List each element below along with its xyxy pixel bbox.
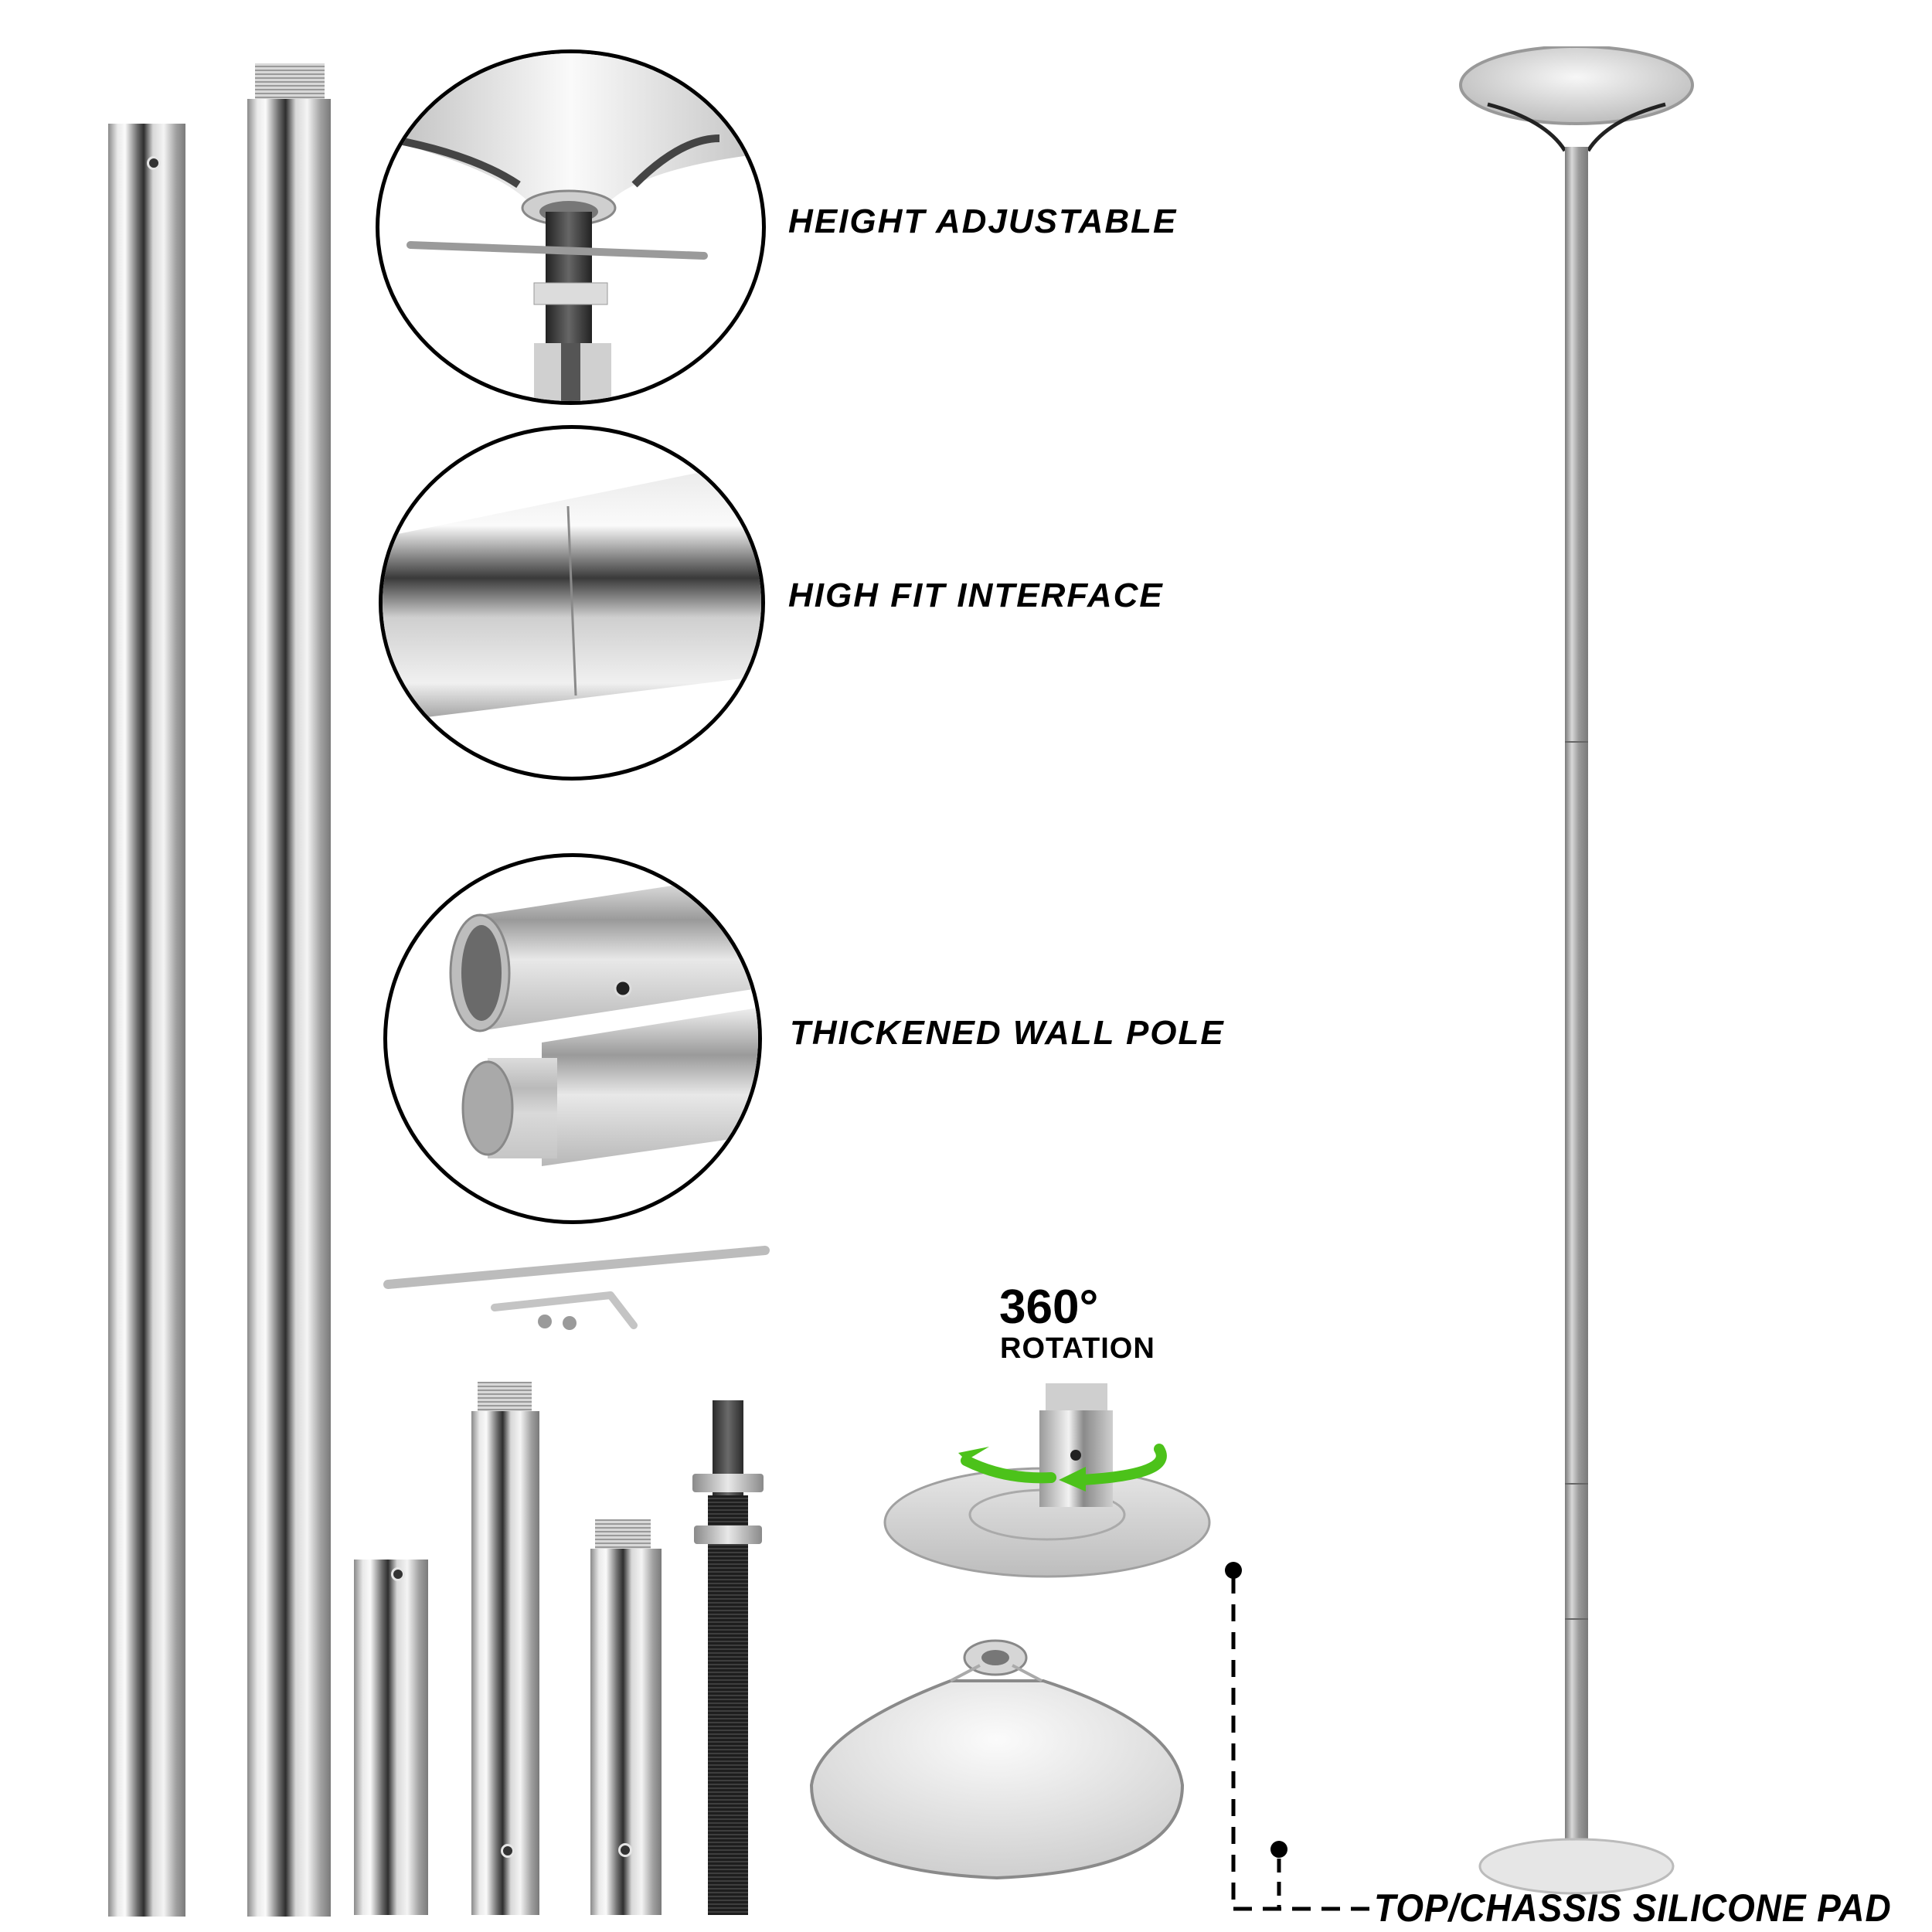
rod-collar-bottom bbox=[694, 1526, 762, 1544]
rotation-label: ROTATION bbox=[1000, 1332, 1155, 1365]
screw-icon bbox=[563, 1316, 577, 1330]
rotation-value: 360° bbox=[999, 1281, 1099, 1334]
rotation-arrow-icon bbox=[961, 1455, 1056, 1484]
height-adjust-detail-circle bbox=[376, 49, 766, 405]
screw-icon bbox=[538, 1315, 552, 1328]
tube-hole bbox=[618, 1843, 632, 1857]
callout-dot-top-icon bbox=[1225, 1562, 1242, 1579]
threaded-ends-detail-icon bbox=[449, 872, 758, 1166]
allen-key-icon bbox=[491, 1291, 638, 1329]
pole-joint-detail-icon bbox=[383, 460, 761, 723]
pole-hole bbox=[147, 156, 161, 170]
sleeve-hole bbox=[391, 1567, 405, 1581]
rod-collar-top bbox=[692, 1474, 764, 1492]
extension-tube-long bbox=[471, 1411, 539, 1915]
tightening-bar-icon bbox=[383, 1246, 770, 1330]
extension-tube-short bbox=[590, 1549, 662, 1915]
feature-label-height-adjustable: HEIGHT ADJUSTABLE bbox=[788, 202, 1178, 240]
tube-hole bbox=[501, 1844, 515, 1858]
tube-thread bbox=[595, 1519, 651, 1550]
height-adjust-detail-icon bbox=[379, 53, 762, 401]
callout-dashed-lines bbox=[1225, 1562, 1376, 1911]
dome-base-icon bbox=[809, 1639, 1185, 1880]
threaded-adjuster-rod-body bbox=[708, 1495, 748, 1915]
assembled-pole-icon bbox=[1459, 46, 1694, 1895]
pole-thread bbox=[255, 63, 325, 100]
tube-thread bbox=[478, 1382, 532, 1413]
long-pole-section-1 bbox=[108, 124, 185, 1917]
pole-joint-detail-circle bbox=[379, 425, 765, 781]
rotation-arrow-icon bbox=[1077, 1444, 1167, 1485]
threaded-ends-detail-circle bbox=[383, 853, 762, 1224]
callout-label-silicone-pad: TOP/CHASSIS SILICONE PAD bbox=[1374, 1886, 1892, 1930]
feature-label-thickened-wall-pole: THICKENED WALL POLE bbox=[790, 1014, 1225, 1052]
short-pole-sleeve bbox=[354, 1560, 428, 1915]
feature-label-high-fit-interface: HIGH FIT INTERFACE bbox=[788, 577, 1164, 614]
swivel-base-plate-icon bbox=[883, 1383, 1211, 1578]
callout-dot-bottom-icon bbox=[1270, 1841, 1287, 1858]
long-pole-section-2 bbox=[247, 99, 331, 1917]
